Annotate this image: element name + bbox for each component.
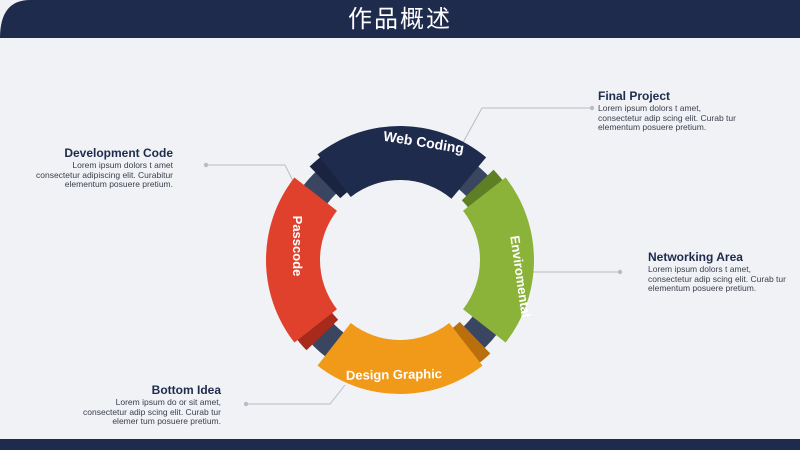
leader-bottom-d <box>329 384 346 405</box>
segment-pass <box>266 177 337 343</box>
annotation-body: Lorem ipsum dolors t amet, consectetur a… <box>598 103 800 133</box>
page-title: 作品概述 <box>348 5 452 33</box>
annotation-body: Lorem ipsum do or sit amet, consectetur … <box>11 397 221 427</box>
segment-cap-pass <box>292 308 339 351</box>
segment-cap-design <box>448 321 491 368</box>
annotation-networking-area: Networking Area Lorem ipsum dolors t ame… <box>648 250 800 294</box>
annotation-line: elementum posuere pretium. <box>648 283 757 293</box>
header-left-curve <box>0 0 30 38</box>
annotation-body: Lorem ipsum dolors t amet consectetur ad… <box>0 160 173 190</box>
annotation-line: elementum posuere pretium. <box>64 179 173 189</box>
annotation-line: elemer tum posuere pretium. <box>112 416 221 426</box>
segment-web <box>317 126 487 199</box>
annotation-line: consectetur adipiscing elit. Curabitur <box>35 169 173 180</box>
leader-lines <box>203 105 623 407</box>
leader-development-dot <box>203 162 209 168</box>
annotation-bottom-idea: Bottom Idea Lorem ipsum do or sit amet, … <box>11 383 221 427</box>
annotation-line: Lorem ipsum do or sit amet, <box>115 397 221 407</box>
annotation-line: Lorem ipsum dolors t amet, <box>648 264 751 274</box>
annotation-title: Final Project <box>598 89 671 103</box>
annotation-line: consectetur adip scing elit. Curab tur <box>598 112 736 123</box>
annotation-line: Lorem ipsum dolors t amet, <box>598 103 701 113</box>
annotation-development-code: Development Code Lorem ipsum dolors t am… <box>0 146 173 190</box>
annotation-line: consectetur adip scing elit. Curab tur <box>83 406 221 417</box>
annotation-final-project: Final Project Lorem ipsum dolors t amet,… <box>598 89 800 133</box>
segment-env <box>463 177 534 343</box>
annotation-line: Lorem ipsum dolors t amet <box>72 160 173 170</box>
annotation-title: Bottom Idea <box>151 383 221 397</box>
annotation-title: Networking Area <box>648 250 743 264</box>
header-shape <box>0 0 800 38</box>
leader-networking-dot <box>617 269 623 275</box>
segment-cap-env <box>461 169 508 212</box>
header-bar: 作品概述 <box>0 0 800 38</box>
segment-label-pass: Passcode <box>290 216 305 277</box>
annotation-body: Lorem ipsum dolors t amet, consectetur a… <box>648 264 800 294</box>
annotation-title: Development Code <box>64 146 173 160</box>
leader-final-project-dot <box>589 105 595 111</box>
footer-bar <box>0 439 800 450</box>
segment-cap-web <box>309 152 352 199</box>
annotation-line: consectetur adip scing elit. Curab tur <box>648 273 786 284</box>
segment-design <box>317 323 483 394</box>
leader-bottom-dot <box>243 401 249 407</box>
segment-label-design: Design Graphic <box>346 366 442 383</box>
header-background <box>0 0 800 38</box>
annotation-line: elementum posuere pretium. <box>598 122 707 132</box>
leader-final-project <box>459 107 483 149</box>
ring-segments <box>266 126 534 394</box>
